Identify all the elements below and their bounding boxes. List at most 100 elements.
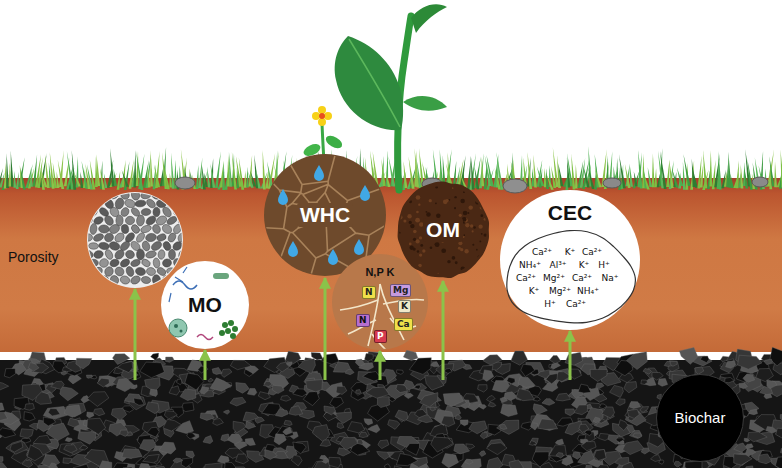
organic-matter-blob-shape-part-part	[416, 195, 421, 200]
charcoal-chunk	[235, 467, 248, 468]
charcoal-chunk	[739, 383, 747, 389]
grass-blade	[630, 164, 634, 187]
charcoal-chunk	[734, 443, 747, 452]
grass-blade	[256, 170, 261, 189]
cec-label: CEC	[548, 201, 592, 225]
porosity-circle-shape-part-part	[77, 189, 88, 201]
charcoal-chunk	[87, 418, 106, 434]
water-holding-circle-shape-part	[354, 239, 364, 255]
nutrient-chip: Mg	[390, 284, 411, 297]
charcoal-chunk	[555, 439, 563, 445]
grass-blade	[148, 167, 151, 188]
water-holding-circle-shape-part	[278, 189, 288, 205]
charcoal-chunk	[404, 393, 413, 398]
water-holding-circle-shape-part	[328, 249, 338, 265]
porosity-circle-shape-part	[87, 192, 183, 288]
porosity-circle-shape-part-part	[145, 250, 157, 259]
organic-matter-blob-shape-part-part	[430, 246, 433, 249]
ion-label: H⁺	[544, 299, 556, 310]
ion-label-box: Mg²⁺	[549, 286, 571, 297]
charcoal-chunk	[356, 359, 365, 366]
charcoal-chunk	[246, 421, 256, 429]
grass-blade	[246, 167, 249, 188]
charcoal-chunk	[46, 423, 69, 441]
charcoal-chunk	[324, 406, 336, 415]
charcoal-chunk	[641, 380, 648, 385]
charcoal-chunk	[420, 393, 438, 407]
porosity-circle: Porosity	[4, 192, 183, 288]
charcoal-chunk	[430, 407, 436, 411]
charcoal-chunk	[593, 417, 600, 423]
cec-circle-shape-part	[507, 231, 636, 323]
charcoal-chunk	[415, 409, 428, 417]
charcoal-chunk	[744, 466, 754, 468]
charcoal-chunk	[68, 375, 81, 384]
organic-matter-blob-shape-part-part	[413, 230, 417, 234]
organic-matter-blob-shape-part-part	[398, 199, 401, 202]
grass-blade	[58, 160, 64, 189]
grass-blade	[588, 167, 595, 189]
organic-matter-blob-shape-part-part	[459, 214, 462, 217]
charcoal-chunk	[272, 385, 284, 393]
organic-matter-blob-shape-part-part	[403, 220, 406, 223]
influence-arrow	[379, 351, 382, 380]
charcoal-chunk	[455, 415, 461, 420]
porosity-circle-shape-part-part	[172, 206, 183, 218]
charcoal-chunk	[247, 389, 256, 396]
organic-matter-blob-shape-part-part	[409, 200, 412, 203]
organic-matter-blob-shape-part-part	[409, 242, 412, 245]
grass-blade	[129, 160, 134, 189]
charcoal-chunk	[140, 440, 157, 452]
whc-label: WHC	[297, 203, 353, 227]
organic-matter-blob-shape-part-part	[404, 182, 408, 186]
ion-label-box: Ca²⁺	[516, 273, 536, 284]
ion-label-box: NH₄⁺	[519, 260, 541, 271]
charcoal-chunk	[72, 464, 91, 468]
grass-blade	[738, 173, 741, 188]
grass-blade	[232, 151, 237, 189]
grass-blade	[774, 162, 777, 188]
organic-matter-blob-shape-part-part	[464, 249, 468, 253]
charcoal-chunk	[431, 362, 440, 367]
organic-matter-blob-shape-part-part	[393, 207, 397, 211]
microorganism-circle-shape-part	[169, 267, 187, 302]
grass-blade	[638, 150, 643, 189]
grass-blade	[239, 157, 244, 189]
charcoal-chunk	[221, 369, 232, 378]
water-holding-circle-shape-part	[360, 185, 370, 201]
microorganism-circle-shape-part	[173, 281, 197, 289]
ion-label-box: Na⁺	[602, 273, 619, 284]
organic-matter-blob-shape-part-part	[483, 233, 486, 236]
charcoal-chunk	[4, 368, 15, 377]
stones-part	[752, 177, 768, 187]
porosity-circle-shape-part-part	[182, 206, 193, 218]
charcoal-chunk	[534, 397, 541, 401]
chip-label: Mg	[393, 285, 408, 296]
microorganism-circle-shape-part	[232, 326, 238, 332]
organic-matter-blob-shape-part-part	[455, 261, 458, 264]
grass-blade	[781, 150, 782, 187]
charcoal-chunk	[623, 441, 644, 455]
charcoal-chunk	[64, 445, 77, 453]
organic-matter-blob-shape-part-part	[468, 205, 472, 209]
nutrient-circle-shape-part	[340, 284, 424, 350]
charcoal-chunk	[365, 354, 374, 362]
porosity-circle-shape-part-part	[135, 266, 147, 276]
charcoal-chunk	[640, 407, 649, 413]
porosity-circle-shape-part-part	[113, 248, 126, 261]
porosity-circle-shape-part-part	[129, 274, 141, 285]
charcoal-chunk	[336, 412, 352, 423]
charcoal-chunk	[776, 428, 782, 438]
charcoal-chunk	[431, 437, 454, 452]
charcoal-chunk	[511, 351, 528, 365]
grass-blade	[595, 168, 602, 187]
charcoal-chunk	[328, 457, 341, 467]
charcoal-chunk	[180, 389, 196, 401]
grass-blade	[575, 164, 578, 188]
grass-blade	[533, 155, 537, 188]
charcoal-chunk	[574, 405, 588, 415]
plant-part	[324, 112, 332, 120]
porosity-circle-shape-part-part	[153, 207, 160, 217]
charcoal-chunk	[94, 408, 105, 415]
charcoal-chunk	[245, 438, 255, 445]
